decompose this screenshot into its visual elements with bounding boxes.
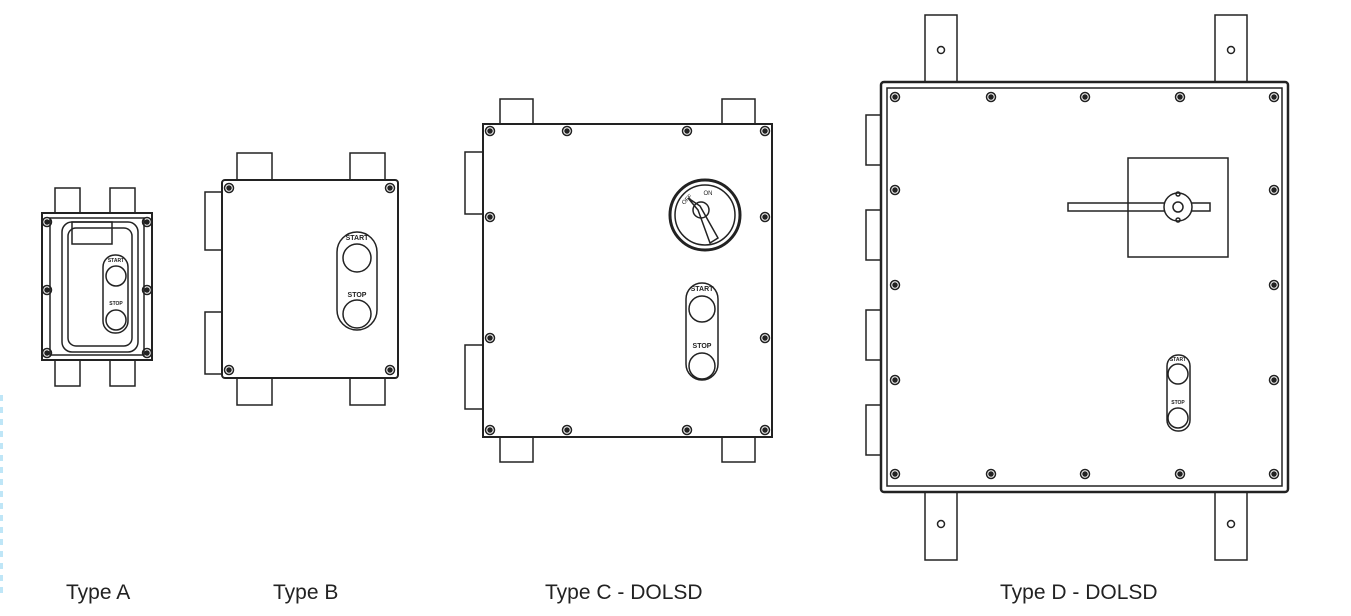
- bolt-center: [564, 128, 570, 134]
- bolt-center: [892, 471, 898, 477]
- bolt-icon: [985, 91, 997, 103]
- bolt-icon: [889, 468, 901, 480]
- bolt-icon: [561, 125, 573, 137]
- start-label: START: [346, 235, 370, 242]
- bolt-center: [226, 367, 232, 373]
- bolt-icon: [141, 284, 153, 296]
- bolt-center: [44, 350, 50, 356]
- bolt-icon: [561, 424, 573, 436]
- bolt-icon: [1174, 91, 1186, 103]
- mounting-hole: [1226, 519, 1236, 529]
- bolt-center: [1271, 187, 1277, 193]
- start-label: START: [108, 258, 124, 264]
- bolt-center: [762, 128, 768, 134]
- bolt-icon: [759, 211, 771, 223]
- bolt-icon: [1174, 468, 1186, 480]
- bolt-icon: [41, 284, 53, 296]
- bolt-icon: [889, 279, 901, 291]
- bolt-icon: [681, 125, 693, 137]
- bolt-center: [487, 214, 493, 220]
- bolt-center: [1271, 471, 1277, 477]
- bolt-icon: [985, 468, 997, 480]
- bolt-icon: [759, 125, 771, 137]
- stop-label: STOP: [348, 292, 367, 299]
- bolt-center: [892, 94, 898, 100]
- bolt-icon: [223, 364, 235, 376]
- bolt-center: [226, 185, 232, 191]
- bolt-icon: [1268, 279, 1280, 291]
- bolt-icon: [41, 347, 53, 359]
- bolt-center: [892, 187, 898, 193]
- bolt-center: [892, 282, 898, 288]
- bolt-icon: [1268, 374, 1280, 386]
- bolt-center: [144, 350, 150, 356]
- caption-type-b: Type B: [273, 581, 339, 604]
- bolt-icon: [141, 216, 153, 228]
- bolt-center: [1271, 94, 1277, 100]
- stop-label: STOP: [109, 301, 123, 307]
- bolt-center: [762, 427, 768, 433]
- page-edge-mark: [0, 395, 3, 595]
- mounting-hole: [1226, 45, 1236, 55]
- bolt-icon: [889, 374, 901, 386]
- bolt-center: [762, 214, 768, 220]
- bolt-center: [44, 219, 50, 225]
- bolt-icon: [223, 182, 235, 194]
- bolt-icon: [41, 216, 53, 228]
- bolt-center: [1271, 377, 1277, 383]
- bolt-center: [988, 471, 994, 477]
- bolt-center: [988, 94, 994, 100]
- caption-type-d: Type D - DOLSD: [1000, 581, 1158, 604]
- bolt-icon: [889, 184, 901, 196]
- bolt-center: [1177, 471, 1183, 477]
- bolt-center: [684, 128, 690, 134]
- enclosure-type-d: START STOP: [865, 14, 1290, 561]
- bolt-center: [387, 367, 393, 373]
- start-label: START: [1170, 357, 1186, 363]
- bolt-center: [487, 335, 493, 341]
- bolt-center: [1082, 471, 1088, 477]
- bolt-center: [1177, 94, 1183, 100]
- bolt-center: [487, 128, 493, 134]
- enclosure-type-b: START STOP: [204, 152, 399, 406]
- bolt-icon: [889, 91, 901, 103]
- bolt-icon: [1268, 468, 1280, 480]
- bolt-icon: [681, 424, 693, 436]
- bolt-center: [387, 185, 393, 191]
- bolt-icon: [1079, 91, 1091, 103]
- stop-label: STOP: [1171, 400, 1185, 406]
- mounting-hole: [936, 45, 946, 55]
- enclosure-type-c: ON OFF START STOP: [464, 98, 773, 463]
- bolt-icon: [1079, 468, 1091, 480]
- bolt-icon: [759, 424, 771, 436]
- bolt-icon: [384, 364, 396, 376]
- bolt-center: [892, 377, 898, 383]
- stop-label: STOP: [693, 343, 712, 350]
- bolt-icon: [1268, 91, 1280, 103]
- bolt-icon: [484, 332, 496, 344]
- bolt-icon: [484, 211, 496, 223]
- caption-type-c: Type C - DOLSD: [545, 581, 703, 604]
- bolt-icon: [384, 182, 396, 194]
- bolt-icon: [484, 125, 496, 137]
- enclosure-type-a: START STOP: [41, 187, 153, 387]
- bolt-icon: [759, 332, 771, 344]
- bolt-icon: [141, 347, 153, 359]
- bolt-icon: [1268, 184, 1280, 196]
- start-label: START: [691, 286, 715, 293]
- bolt-center: [487, 427, 493, 433]
- bolt-center: [684, 427, 690, 433]
- bolt-center: [1082, 94, 1088, 100]
- bolt-center: [144, 219, 150, 225]
- bolt-center: [44, 287, 50, 293]
- caption-type-a: Type A: [66, 581, 131, 604]
- mounting-hole: [936, 519, 946, 529]
- bolt-icon: [484, 424, 496, 436]
- bolt-center: [144, 287, 150, 293]
- switch-on-label: ON: [704, 191, 713, 197]
- bolt-center: [762, 335, 768, 341]
- bolt-center: [564, 427, 570, 433]
- bolt-center: [1271, 282, 1277, 288]
